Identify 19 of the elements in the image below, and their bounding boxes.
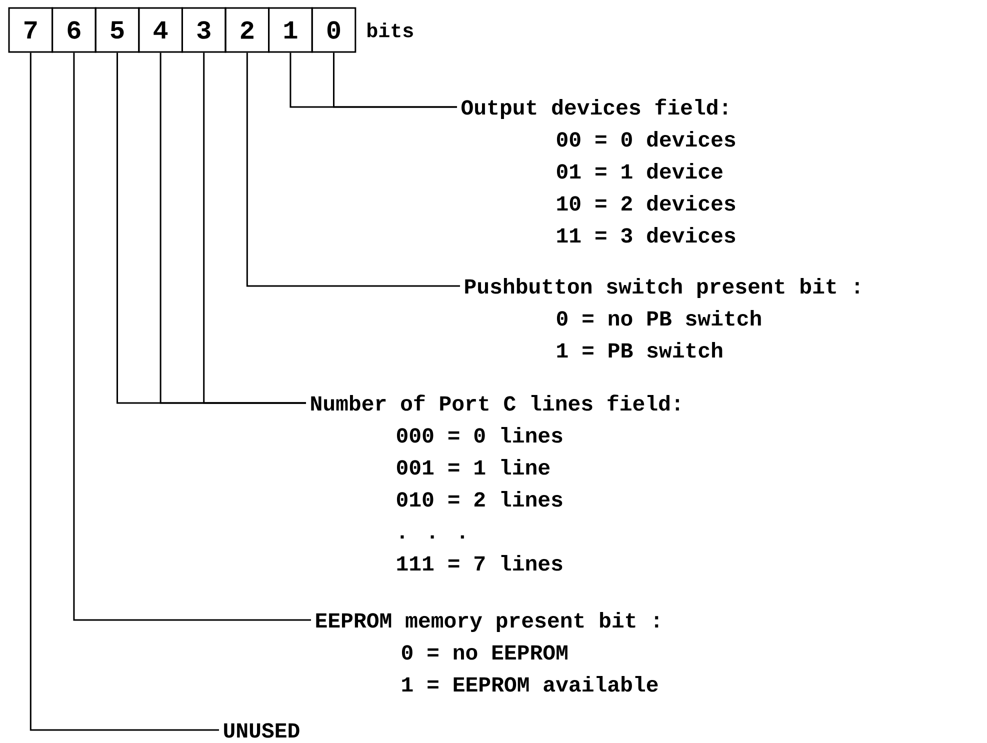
bit-cell: 3: [181, 7, 226, 53]
leader-line: [30, 52, 219, 731]
field-description: EEPROM memory present bit : 0 = no EEPROM 1 = EEPROM available: [316, 612, 658, 692]
bit-cell: 0: [311, 7, 356, 53]
field-description: Output devices field: 00 = 0 devices 01 = 1 device 10 = 2 devices 11 = 3 devices: [462, 98, 736, 243]
bit-cell: 2: [224, 7, 270, 53]
leader-line: [246, 52, 460, 287]
leader-line: [333, 52, 457, 108]
bit-cell: 6: [52, 7, 96, 53]
bits-label: bits: [368, 22, 413, 38]
field-description: UNUSED: [224, 723, 300, 738]
bit-cell: 4: [138, 7, 183, 53]
field-description: Number of Port C lines field: 000 = 0 lines 001 = 1 line 010 = 2 lines . . . 111 = 7 lines: [311, 394, 679, 571]
bit-cell: 7: [8, 7, 54, 53]
bit-cell: 5: [94, 7, 140, 53]
field-description: Pushbutton switch present bit : 0 = no PB switch 1 = PB switch: [465, 278, 859, 358]
leader-line: [73, 52, 311, 621]
bit-cell: 1: [268, 7, 313, 53]
leader-line: [203, 52, 306, 404]
